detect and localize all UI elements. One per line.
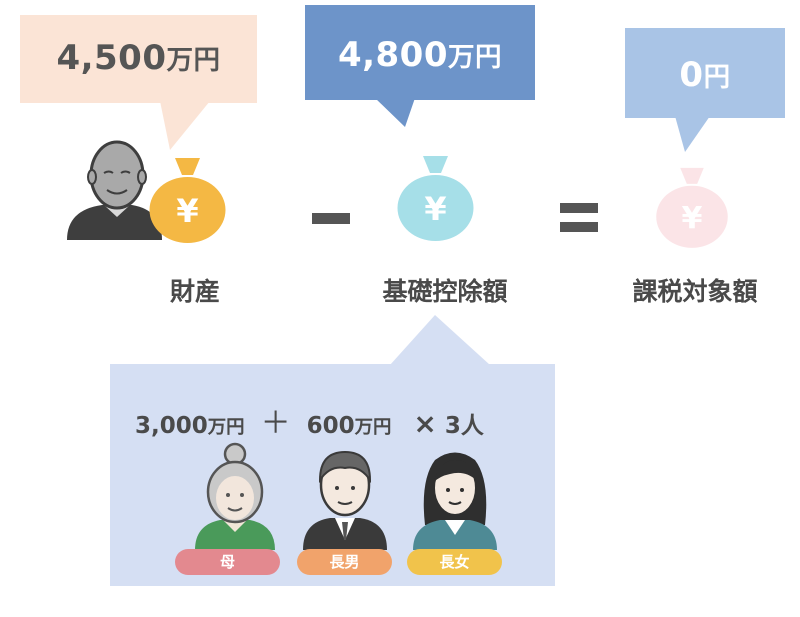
- money-bag-pink-icon: ¥: [656, 167, 728, 248]
- money-bag-gold-icon: ¥: [149, 158, 226, 243]
- heir-label-eldest-son: 長男: [297, 549, 392, 575]
- svg-text:¥: ¥: [682, 201, 703, 236]
- eldest-daughter-icon: [413, 452, 497, 550]
- grandfather-icon: [67, 140, 162, 240]
- taxable-amount: 0円: [679, 55, 731, 95]
- svg-text:¥: ¥: [176, 192, 198, 230]
- mother-icon: [195, 442, 275, 550]
- taxable-label: 課税対象額: [632, 277, 758, 306]
- equals-sign-top: [560, 203, 598, 213]
- deduction-label: 基礎控除額: [382, 277, 508, 306]
- assets-amount: 4,500万円: [56, 38, 221, 78]
- heir-label-mother: 母: [175, 549, 280, 575]
- assets-label: 財産: [169, 277, 220, 306]
- money-bag-blue-icon: ¥: [397, 156, 474, 241]
- deduction-amount: 4,800万円: [337, 35, 503, 75]
- assets-bubble: [20, 15, 257, 150]
- heir-label-eldest-daughter: 長女: [407, 549, 502, 575]
- deduction-bubble: [305, 5, 535, 127]
- minus-sign: [312, 213, 350, 224]
- formula-text: 3,000万円 ＋ 600万円 × 3人: [135, 406, 484, 441]
- svg-text:¥: ¥: [424, 190, 446, 228]
- equals-sign-bottom: [560, 222, 598, 232]
- eldest-son-icon: [303, 450, 387, 550]
- taxable-bubble: [625, 28, 785, 152]
